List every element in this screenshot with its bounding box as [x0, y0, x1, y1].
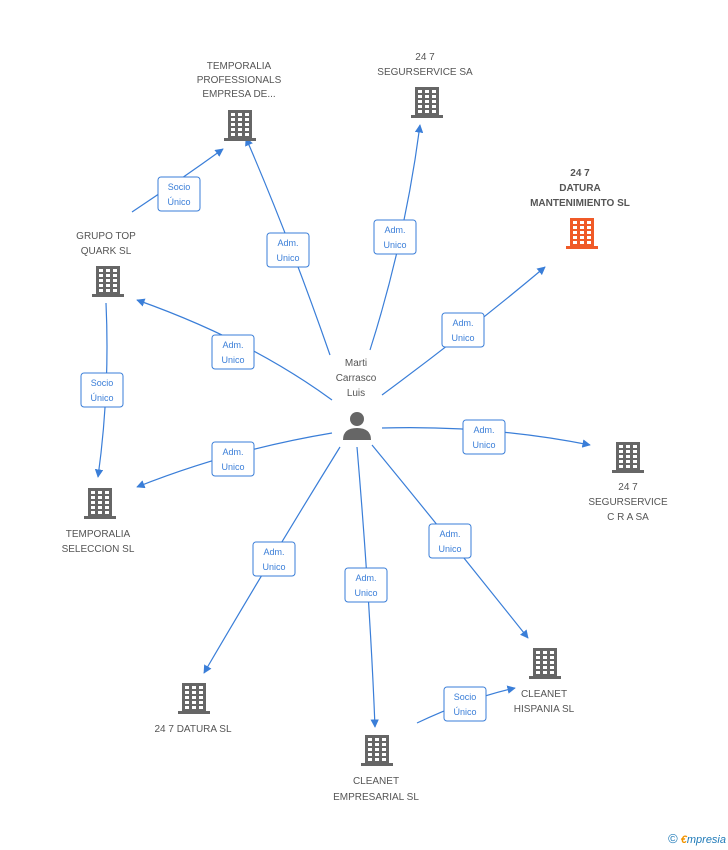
relation-label-line: Adm. [452, 318, 473, 328]
relation-label-line: Unico [276, 253, 299, 263]
relation-label-line: Adm. [384, 225, 405, 235]
building-icon[interactable] [411, 87, 443, 118]
node-label-line: 24 7 [618, 482, 638, 493]
person-name-line: Marti [345, 358, 367, 369]
nodes [84, 87, 644, 766]
building-icon[interactable] [612, 442, 644, 473]
relation-label-line: Unico [221, 462, 244, 472]
relation-label[interactable]: Adm. Unico [428, 523, 472, 559]
building-icon[interactable] [529, 648, 561, 679]
node-label-line: 24 7 DATURA SL [154, 724, 232, 735]
relation-label[interactable]: Socio Único [443, 686, 487, 722]
node-label-line: TEMPORALIA [207, 61, 272, 72]
relation-label-line: Unico [354, 588, 377, 598]
relation-label[interactable]: Adm. Unico [462, 419, 506, 455]
relation-label[interactable]: Socio Único [157, 176, 201, 212]
node-label-line: EMPRESARIAL SL [333, 792, 419, 803]
building-icon[interactable] [178, 683, 210, 714]
relation-label-line: Único [90, 393, 113, 403]
relation-label-line: Adm. [222, 447, 243, 457]
brand-logo-initial: € [680, 834, 687, 846]
relation-label-line: Unico [438, 544, 461, 554]
person-icon [343, 412, 371, 440]
relation-label[interactable]: Adm. Unico [211, 334, 255, 370]
relation-label[interactable]: Adm. Unico [344, 567, 388, 603]
node-label-line: SEGURSERVICE [588, 497, 668, 508]
relation-label[interactable]: Adm. Unico [252, 541, 296, 577]
relation-label[interactable]: Adm. Unico [373, 219, 417, 255]
relation-label-line: Unico [262, 562, 285, 572]
relation-label-line: Unico [383, 240, 406, 250]
relation-label-line: Adm. [473, 425, 494, 435]
relation-label-line: Adm. [222, 340, 243, 350]
building-icon[interactable] [224, 110, 256, 141]
node-label-line: HISPANIA SL [514, 704, 575, 715]
relation-label-line: Socio [454, 692, 477, 702]
relation-label-line: Socio [168, 182, 191, 192]
building-icon[interactable] [361, 735, 393, 766]
node-label-line: SEGURSERVICE SA [377, 67, 473, 78]
node-label-line: 24 7 [415, 52, 435, 63]
person-name-line: Carrasco [336, 373, 377, 384]
edges [94, 124, 591, 728]
node-labels: TEMPORALIA PROFESSIONALS EMPRESA DE... 2… [62, 52, 668, 803]
relation-label[interactable]: Socio Único [80, 372, 124, 408]
relation-label-line: Adm. [277, 238, 298, 248]
relation-label-line: Unico [451, 333, 474, 343]
relation-label[interactable]: Adm. Unico [441, 312, 485, 348]
node-label-line: CLEANET [521, 689, 567, 700]
building-icon[interactable] [92, 266, 124, 297]
node-label-line: TEMPORALIA [66, 529, 131, 540]
node-label-line: C R A SA [607, 512, 649, 523]
person-node[interactable]: Marti Carrasco Luis [336, 358, 377, 440]
relation-label-line: Adm. [355, 573, 376, 583]
node-label-line: PROFESSIONALS [197, 75, 282, 86]
node-label-line: CLEANET [353, 776, 399, 787]
relation-label-line: Único [453, 707, 476, 717]
building-icon[interactable] [84, 488, 116, 519]
person-name-line: Luis [347, 388, 365, 399]
relation-label-line: Unico [472, 440, 495, 450]
relation-label-line: Único [167, 197, 190, 207]
brand-logo-text: mpresia [686, 834, 726, 846]
building-icon[interactable] [566, 218, 598, 249]
node-label-line: QUARK SL [81, 246, 132, 257]
relation-label-line: Socio [91, 378, 114, 388]
relation-label[interactable]: Adm. Unico [266, 232, 310, 268]
relation-label[interactable]: Adm. Unico [211, 441, 255, 477]
relation-label-line: Adm. [439, 529, 460, 539]
node-label-line: GRUPO TOP [76, 231, 136, 242]
node-label-line: 24 7 [570, 168, 590, 179]
brand-footer: © €mpresia [668, 831, 726, 846]
node-label-line: MANTENIMIENTO SL [530, 198, 630, 209]
node-label-line: DATURA [559, 183, 600, 194]
relation-labels: Adm. Unico Adm. Unico Adm. Unico Adm. Un… [80, 176, 506, 722]
relation-label-line: Unico [221, 355, 244, 365]
node-label-line: EMPRESA DE... [202, 89, 275, 100]
node-label-line: SELECCION SL [62, 544, 135, 555]
relation-label-line: Adm. [263, 547, 284, 557]
copyright-icon: © [668, 831, 678, 846]
